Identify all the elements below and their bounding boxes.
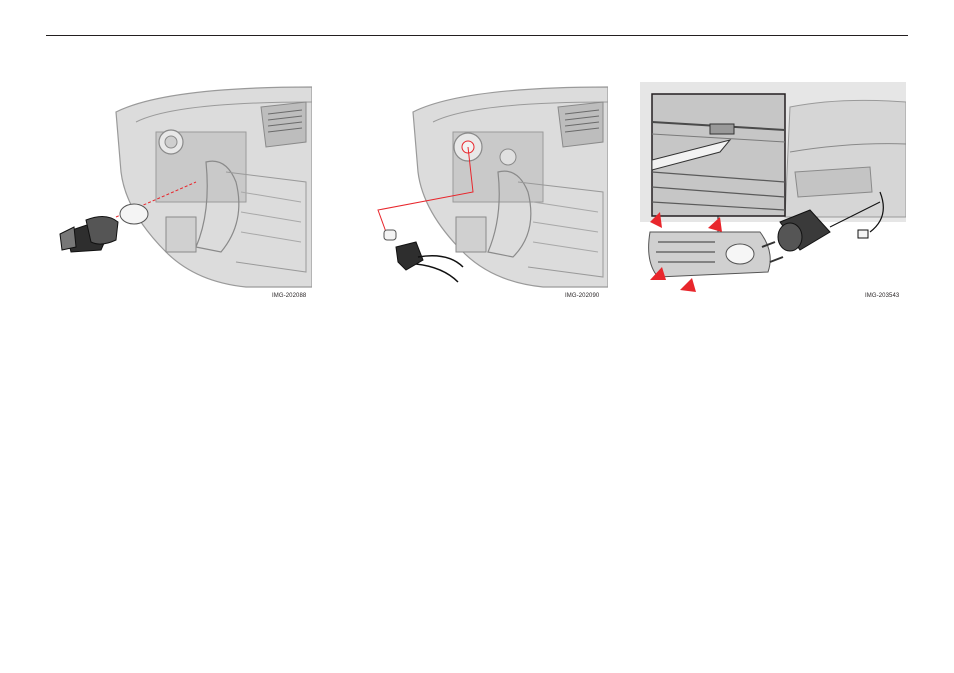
figure-bulb-holder (46, 82, 312, 296)
fog-light-grille-removal-illustration (640, 82, 906, 296)
header-rule (46, 35, 908, 36)
figure-fog-light-grille (640, 82, 906, 296)
figure-caption: IMG-203543 (865, 293, 899, 299)
bulb-socket-illustration (368, 82, 608, 296)
bulb-holder-removal-illustration (46, 82, 312, 296)
figure-caption: IMG-202088 (272, 293, 306, 299)
figure-bulb-socket (368, 82, 608, 296)
figure-caption: IMG-202090 (565, 293, 599, 299)
